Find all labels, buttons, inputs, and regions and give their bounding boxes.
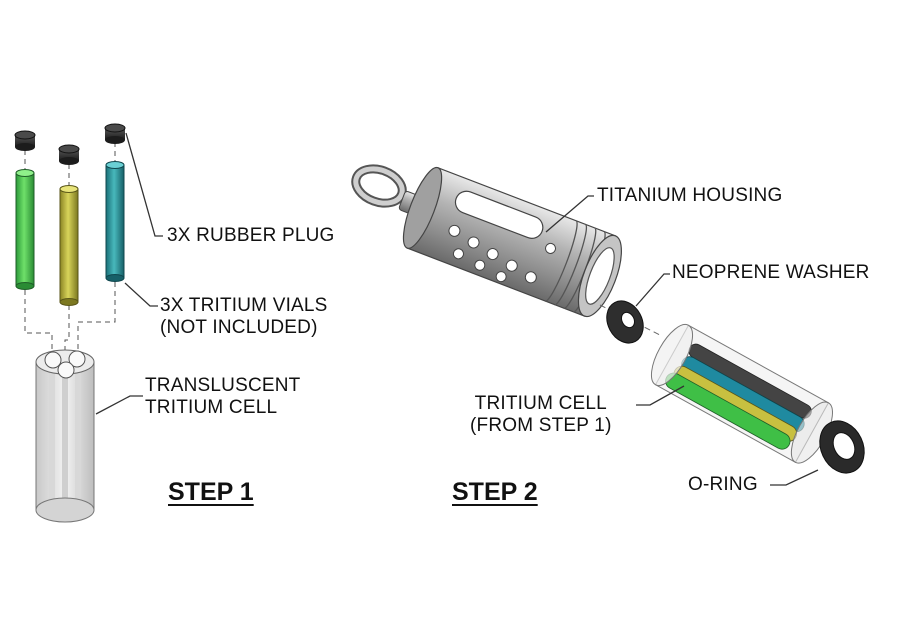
rubber-plug-1 (14, 130, 36, 151)
label-tritium-cell-line1: TRITIUM CELL (474, 393, 607, 414)
label-o-ring: O-RING (688, 474, 758, 495)
step2-leader-lines (545, 195, 819, 486)
translucent-tritium-cell (35, 349, 95, 523)
step-2-heading: STEP 2 (452, 478, 538, 506)
tritium-vial-green (15, 169, 35, 290)
titanium-housing (398, 166, 622, 318)
tritium-vial-teal (105, 161, 125, 282)
label-tritium-vials-line1: 3X TRITIUM VIALS (160, 295, 328, 316)
tritium-vial-olive (59, 185, 79, 306)
label-translucent-cell-line2: TRITIUM CELL (145, 397, 278, 418)
step1-leader-lines (95, 132, 163, 415)
rubber-plug-3 (104, 123, 126, 144)
rubber-plug-2 (58, 144, 80, 165)
label-tritium-cell: TRITIUM CELL (FROM STEP 1) (470, 393, 612, 437)
label-tritium-vials-line2: (NOT INCLUDED) (160, 317, 318, 338)
label-tritium-cell-line2: (FROM STEP 1) (470, 415, 612, 436)
label-translucent-cell: TRANSLUSCENT TRITIUM CELL (145, 375, 300, 419)
label-titanium-housing: TITANIUM HOUSING (597, 185, 783, 206)
step-1-heading: STEP 1 (168, 478, 254, 506)
label-tritium-vials: 3X TRITIUM VIALS (NOT INCLUDED) (160, 295, 328, 339)
neoprene-washer (606, 300, 644, 344)
o-ring (819, 420, 865, 474)
label-translucent-cell-line1: TRANSLUSCENT (145, 375, 301, 396)
label-neoprene-washer: NEOPRENE WASHER (672, 262, 870, 283)
key-ring (351, 164, 407, 208)
tritium-cell-assembly (650, 323, 833, 464)
label-rubber-plug: 3X RUBBER PLUG (167, 225, 335, 246)
